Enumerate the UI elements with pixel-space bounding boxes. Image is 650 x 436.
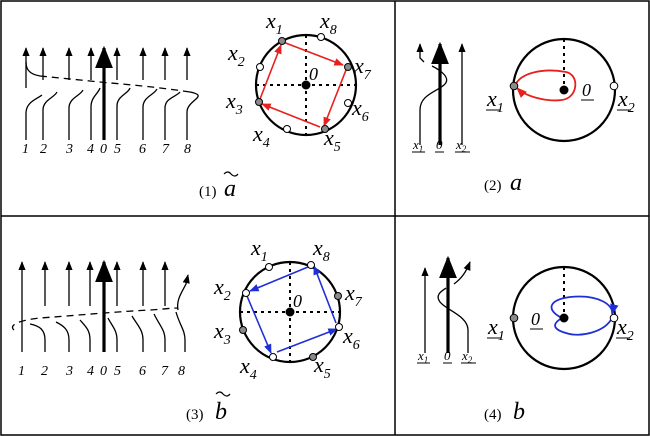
caption-number: (3) xyxy=(186,407,204,423)
point-label-x6: x6 xyxy=(351,95,369,125)
point-label-x1: x1 xyxy=(250,235,268,265)
strand-label-x1: x1 xyxy=(417,348,428,365)
strand-label: 8 xyxy=(178,364,185,379)
point-label-x4: x4 xyxy=(252,121,270,151)
origin-label: 0 xyxy=(293,291,302,311)
strand-label: 1 xyxy=(22,142,29,157)
panel-2: x1 0 x2 0 x1 x2 (2) a xyxy=(412,37,635,196)
origin-label: 0 xyxy=(531,309,540,329)
strand-label: 3 xyxy=(65,142,73,157)
point-label-x2: x2 xyxy=(213,274,231,304)
caption-symbol: b xyxy=(215,399,227,425)
strand-label-0: 0 xyxy=(444,348,451,363)
caption-number: (2) xyxy=(484,178,502,194)
point-label-x8: x8 xyxy=(319,8,337,38)
braid-1 xyxy=(22,45,199,140)
strand-label: 0 xyxy=(100,364,107,379)
strand-label: 2 xyxy=(40,142,47,157)
strand-label: 5 xyxy=(114,142,121,157)
caption-number: (4) xyxy=(484,407,502,423)
origin-label: 0 xyxy=(309,64,318,84)
braid-1-labels: 1 2 3 4 0 5 6 7 8 xyxy=(22,142,191,157)
point-label-x7: x7 xyxy=(353,53,372,83)
strand-label: 4 xyxy=(87,142,94,157)
caption-symbol: a xyxy=(510,170,522,196)
circle-diagram-1: 0 x1 x8 x2 x7 x3 x6 x4 x5 xyxy=(225,8,372,155)
tilde-mark xyxy=(223,171,239,177)
caption-symbol: a xyxy=(224,176,236,202)
strand-label: 6 xyxy=(139,142,146,157)
point-label-x1: x1 xyxy=(265,8,283,38)
strand-label: 8 xyxy=(184,142,191,157)
point-label-x4: x4 xyxy=(239,353,257,383)
strand-label-x2: x2 xyxy=(461,348,473,365)
point-label-x5: x5 xyxy=(323,125,341,155)
point-label-x3: x3 xyxy=(225,88,243,118)
strand-label: 4 xyxy=(87,364,94,379)
panel-1: 1 2 3 4 0 5 6 7 8 xyxy=(22,8,372,202)
strand-label: 5 xyxy=(114,364,121,379)
panel-3: 1 2 3 4 0 5 6 7 8 0 xyxy=(11,235,363,425)
strand-label: 0 xyxy=(100,142,107,157)
caption-number: (1) xyxy=(199,184,217,200)
circle-diagram-4: 0 x1 x2 xyxy=(487,265,634,371)
point-label-x8: x8 xyxy=(312,235,330,265)
point-label-x2: x2 xyxy=(617,86,635,116)
circle-diagram-3: 0 x1 x8 x2 x7 x3 x6 x4 x5 xyxy=(213,235,363,383)
point-label-x3: x3 xyxy=(213,318,231,348)
strand-label: 1 xyxy=(18,364,25,379)
strand-label-x2: x2 xyxy=(455,137,467,154)
strand-label-x1: x1 xyxy=(412,137,423,154)
point-label-x2: x2 xyxy=(227,40,245,70)
point-label-x1: x1 xyxy=(486,86,504,116)
panel-4: x1 0 x2 0 x1 x2 (4) b xyxy=(417,255,634,425)
point-label-x6: x6 xyxy=(342,323,360,353)
strand-label-0: 0 xyxy=(436,137,443,152)
strand-label: 7 xyxy=(162,142,170,157)
point-label-x7: x7 xyxy=(344,280,363,310)
center-point xyxy=(301,80,311,90)
origin-label: 0 xyxy=(582,80,591,100)
strand-label: 3 xyxy=(65,364,73,379)
tilde-mark xyxy=(215,391,231,397)
strand-label: 2 xyxy=(41,364,48,379)
strand-label: 7 xyxy=(161,364,169,379)
caption-symbol: b xyxy=(513,399,525,425)
point-label-x1: x1 xyxy=(487,314,505,344)
point-label-x5: x5 xyxy=(313,352,331,382)
circle-diagram-2: 0 x1 x2 xyxy=(486,37,635,143)
point-label-x2: x2 xyxy=(616,314,634,344)
strand-label: 6 xyxy=(139,364,146,379)
